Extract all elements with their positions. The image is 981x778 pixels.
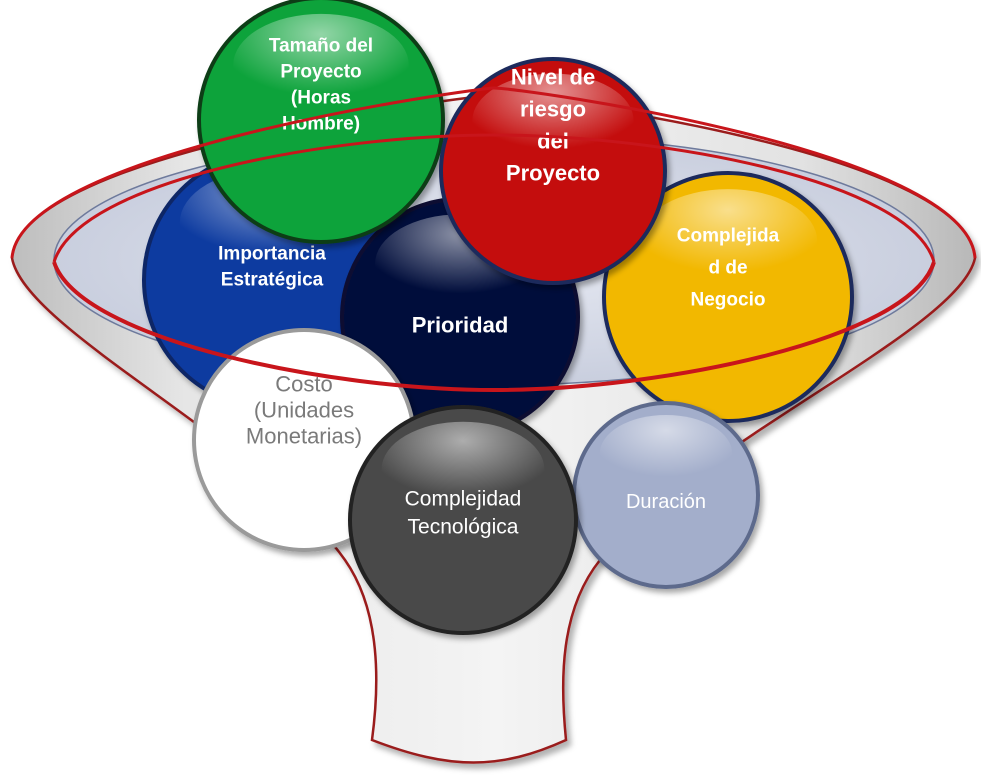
ball-complejidad-negocio: Complejida d de Negocio (602, 171, 854, 423)
ball-shine-tamano (233, 13, 409, 117)
ball-label-tamano-line-0: Tamaño del (269, 36, 373, 57)
ball-label-duracion-line-0: Duración (626, 491, 706, 513)
ball-label-tamano-line-3: Hombre) (282, 114, 360, 135)
ball-label-riesgo-line-0: Nivel de (511, 65, 595, 90)
ball-shine-riesgo (472, 73, 634, 168)
ball-label-complejidad-negocio-line-2: Negocio (691, 290, 766, 311)
funnel-rim-front (52, 261, 936, 393)
ball-duracion: Duración (572, 401, 760, 589)
funnel-rim-back (52, 133, 936, 263)
ball-label-costo-line-1: (Unidades (254, 398, 354, 423)
ball-shine-costo (224, 344, 384, 437)
ball-label-tamano-line-2: (Horas (291, 88, 351, 109)
ball-label-prioridad-line-0: Prioridad (412, 313, 509, 338)
funnel-outer-rim (10, 86, 977, 259)
ball-label-complejidad-tecnologica-line-1: Tecnológica (408, 515, 519, 538)
ball-shine-duracion (599, 414, 733, 493)
ball-shine-complejidad-negocio (638, 189, 818, 294)
ball-label-complejidad-negocio-line-0: Complejida (677, 226, 780, 247)
ball-label-riesgo-line-2: del (537, 129, 569, 154)
ball-label-costo-line-2: Monetarias) (246, 424, 362, 449)
ball-label-importancia-line-0: Importancia (218, 244, 326, 265)
ball-shine-complejidad-tecnologica (381, 421, 545, 517)
ball-label-riesgo-line-3: Proyecto (506, 161, 600, 186)
ball-label-riesgo-line-1: riesgo (520, 97, 586, 122)
ball-label-importancia-line-1: Estratégica (221, 270, 324, 291)
ball-label-complejidad-tecnologica-line-0: Complejidad (405, 487, 522, 510)
ball-label-complejidad-negocio-line-1: d de (708, 258, 747, 279)
ball-label-tamano-line-1: Proyecto (280, 62, 361, 83)
